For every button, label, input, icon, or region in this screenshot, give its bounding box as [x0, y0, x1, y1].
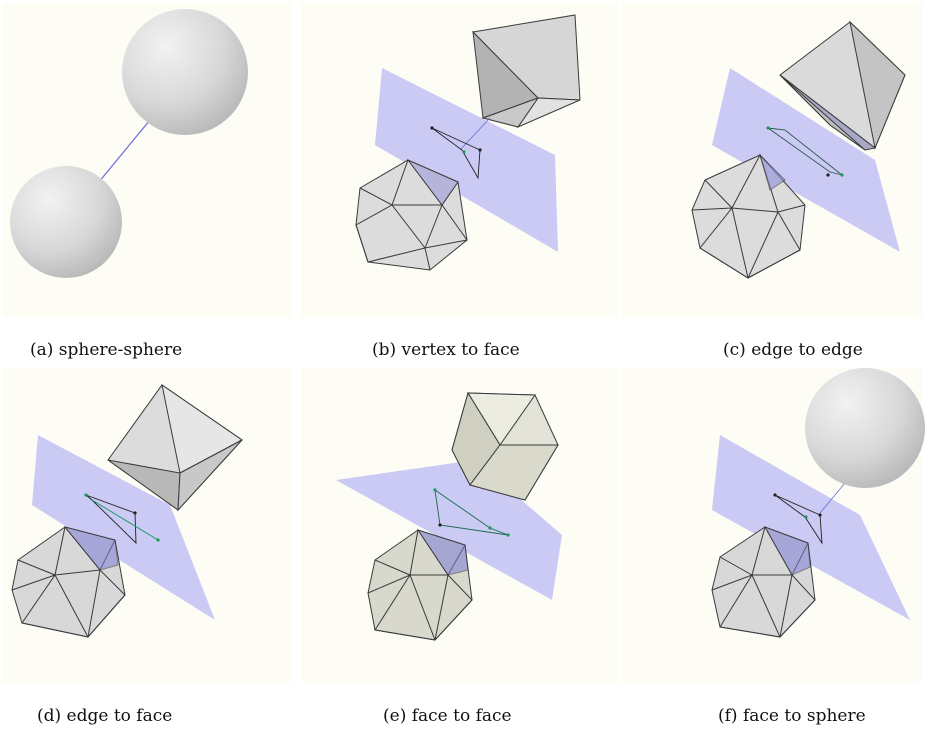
- panel-b: [300, 0, 620, 320]
- panel-e: [300, 365, 620, 685]
- octahedron: [471, 14, 581, 129]
- contact-point: [462, 150, 466, 154]
- connector-line: [459, 117, 491, 151]
- panel-c-figure: [622, 2, 922, 318]
- icosahedron: [691, 153, 806, 279]
- separating-plane: [32, 435, 215, 620]
- contact-point: [826, 173, 830, 177]
- panel-a: [0, 0, 300, 320]
- panel-d-figure: [2, 367, 292, 683]
- tetra-cube: [451, 391, 559, 501]
- sphere: [805, 368, 925, 488]
- contact-point: [773, 493, 777, 497]
- connector-line: [97, 119, 151, 184]
- octahedron: [779, 20, 906, 151]
- contact-point: [766, 126, 770, 130]
- octahedron: [107, 383, 243, 512]
- contact-point: [478, 148, 482, 152]
- panel-f: [620, 365, 925, 685]
- contact-point: [840, 173, 844, 177]
- contact-point: [804, 515, 808, 519]
- panel-e-figure: [302, 367, 618, 683]
- contact-point: [156, 538, 160, 542]
- support-polytope: [431, 127, 481, 180]
- contact-point: [133, 511, 137, 515]
- icosahedron: [711, 525, 816, 638]
- separating-plane: [712, 435, 910, 620]
- sphere-upper: [122, 9, 248, 135]
- separating-plane: [375, 68, 558, 252]
- support-polytope: [774, 494, 823, 545]
- contact-point: [506, 533, 510, 537]
- contact-point: [84, 493, 88, 497]
- panel-d: [0, 365, 300, 685]
- contact-point: [433, 488, 437, 492]
- panel-b-figure: [302, 2, 618, 318]
- caption-d: (d) edge to face: [37, 706, 173, 726]
- separating-plane: [712, 68, 900, 252]
- contact-edge: [91, 499, 159, 541]
- icosahedron: [11, 525, 126, 638]
- caption-c: (c) edge to edge: [723, 340, 863, 360]
- caption-b: (b) vertex to face: [372, 340, 520, 360]
- icosahedron: [367, 528, 473, 641]
- contact-point: [430, 126, 434, 130]
- panel-c: [620, 0, 925, 320]
- icosahedron: [355, 158, 468, 271]
- support-polytope: [85, 494, 137, 545]
- panel-a-figure: [2, 2, 292, 318]
- contact-point: [488, 526, 492, 530]
- sphere-lower: [10, 166, 122, 278]
- contact-point: [438, 523, 442, 527]
- caption-f: (f) face to sphere: [718, 706, 866, 726]
- caption-e: (e) face to face: [383, 706, 512, 726]
- contact-point: [818, 513, 822, 517]
- caption-a: (a) sphere-sphere: [30, 340, 183, 360]
- panel-f-figure: [622, 367, 925, 683]
